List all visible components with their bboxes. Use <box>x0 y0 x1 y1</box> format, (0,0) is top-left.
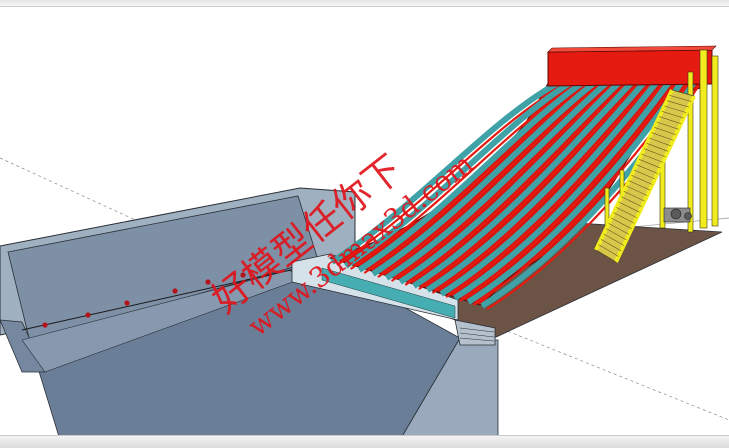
stair-step <box>595 249 617 263</box>
stair-step <box>623 191 645 202</box>
slide-top-rim <box>547 45 717 53</box>
slide-lane-divider <box>350 85 575 270</box>
stair-step <box>631 175 653 185</box>
slide-lane-divider <box>445 84 663 298</box>
slide-lane <box>398 80 621 285</box>
viewport-bottom-edge <box>0 435 729 448</box>
stair-step <box>669 95 692 102</box>
tower-staircase <box>594 89 696 263</box>
lane-rope <box>21 267 301 331</box>
slide-lane-divider <box>377 85 600 278</box>
stair-step <box>641 153 663 163</box>
stair-step <box>598 244 619 257</box>
stair-step <box>659 116 682 124</box>
stair-step <box>656 121 679 130</box>
slide-lane-divider <box>363 85 587 274</box>
slide-lane <box>412 80 634 289</box>
stair-step <box>613 212 635 224</box>
slide-lane-divider <box>431 85 650 294</box>
stair-step <box>608 223 630 235</box>
slide-lane <box>371 81 596 277</box>
slide-lane <box>453 80 672 301</box>
slide-lane <box>343 81 571 269</box>
slide-lane-divider <box>418 85 638 290</box>
stair-step <box>638 159 661 169</box>
slide-lane <box>439 80 659 297</box>
slide-lane <box>357 81 583 273</box>
stair-step <box>651 132 674 141</box>
stair-step <box>661 111 684 119</box>
stair-step <box>649 137 671 147</box>
pool-stairs-steps <box>459 327 495 342</box>
stair-step <box>611 217 632 230</box>
pump-machinery <box>663 207 692 223</box>
stair-step <box>626 185 648 196</box>
slide-lane-divider <box>404 85 625 286</box>
slide-lane-divider <box>336 86 562 266</box>
viewport-top-edge <box>0 0 729 7</box>
pool-stairs <box>454 319 496 346</box>
stair-step <box>671 89 695 97</box>
slide-top-header <box>547 49 713 87</box>
slide-lane <box>425 80 647 293</box>
stair-step <box>636 164 658 174</box>
stair-step <box>621 196 643 207</box>
stair-step <box>600 239 622 252</box>
stair-step <box>644 148 666 158</box>
stair-step <box>616 207 637 219</box>
slide-lane <box>330 81 558 265</box>
slide-lane <box>384 81 609 281</box>
stair-step <box>666 100 689 108</box>
stair-step <box>654 127 676 136</box>
stair-step <box>605 228 627 241</box>
slide-lane-divider <box>459 84 675 302</box>
stair-step <box>646 143 669 152</box>
stair-step <box>664 105 687 113</box>
stair-step <box>633 169 656 180</box>
stair-step <box>628 180 650 191</box>
stair-step <box>603 233 624 246</box>
stair-step <box>618 201 640 213</box>
slide-lane-divider <box>390 85 612 282</box>
splash-water <box>321 267 456 319</box>
